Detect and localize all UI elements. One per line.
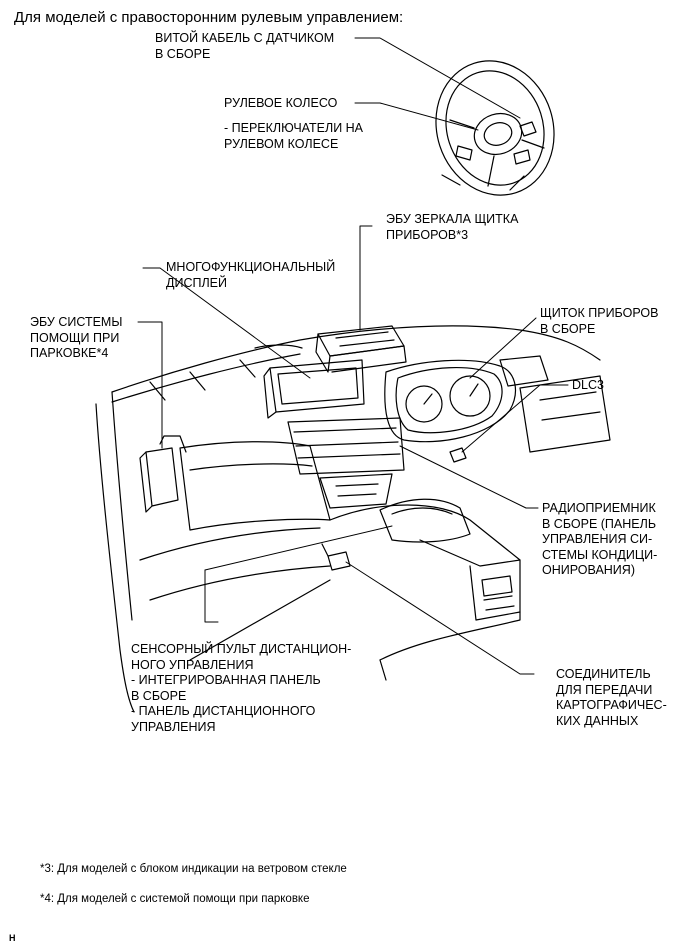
label-line: СЕНСОРНЫЙ ПУЛЬТ ДИСТАНЦИОН- <box>131 642 352 656</box>
label-steering-switches: - ПЕРЕКЛЮЧАТЕЛИ НА РУЛЕВОМ КОЛЕСЕ <box>224 121 363 152</box>
label-line: ЭБУ СИСТЕМЫ <box>30 315 123 329</box>
page-heading: Для моделей с правосторонним рулевым упр… <box>14 9 404 26</box>
corner-mark: H <box>9 933 16 943</box>
label-line: - ИНТЕГРИРОВАННАЯ ПАНЕЛЬ <box>131 673 321 687</box>
footnote-4: *4: Для моделей с системой помощи при па… <box>40 893 310 905</box>
steering-wheel-drawing <box>435 60 555 196</box>
label-steering-wheel: РУЛЕВОЕ КОЛЕСО <box>224 96 337 112</box>
label-line: - ПАНЕЛЬ ДИСТАНЦИОННОГО <box>131 704 316 718</box>
label-multi-display: МНОГОФУНКЦИОНАЛЬНЫЙ ДИСПЛЕЙ <box>166 260 335 291</box>
label-line: УПРАВЛЕНИЯ <box>131 719 216 734</box>
label-line: МНОГОФУНКЦИОНАЛЬНЫЙ <box>166 260 336 274</box>
label-line: РУЛЕВОЕ КОЛЕСО <box>224 96 338 110</box>
label-line: КИХ ДАННЫХ <box>556 713 639 728</box>
label-line: РАДИОПРИЕМНИК <box>542 501 656 515</box>
label-line: СТЕМЫ КОНДИЦИ- <box>542 547 658 562</box>
label-radio: РАДИОПРИЕМНИК В СБОРЕ (ПАНЕЛЬ УПРАВЛЕНИЯ… <box>542 501 657 579</box>
label-line: НОГО УПРАВЛЕНИЯ <box>131 657 254 672</box>
leader-lines <box>137 37 569 675</box>
label-line: ДИСПЛЕЙ <box>166 275 227 290</box>
label-line: - ПЕРЕКЛЮЧАТЕЛИ НА <box>224 121 364 135</box>
label-line: ЩИТОК ПРИБОРОВ <box>540 306 659 320</box>
label-line: ВИТОЙ КАБЕЛЬ С ДАТЧИКОМ <box>155 31 335 45</box>
label-combination-meter: ЩИТОК ПРИБОРОВ В СБОРЕ <box>540 306 658 337</box>
label-line: ПАРКОВКЕ*4 <box>30 346 109 360</box>
label-line: ПОМОЩИ ПРИ <box>30 330 120 345</box>
label-line: КАРТОГРАФИЧЕС- <box>556 698 667 712</box>
dashboard-drawing <box>95 325 611 713</box>
label-line: В СБОРЕ <box>540 321 596 336</box>
label-line: УПРАВЛЕНИЯ СИ- <box>542 532 653 546</box>
label-line: СОЕДИНИТЕЛЬ <box>556 667 651 681</box>
label-spiral-cable: ВИТОЙ КАБЕЛЬ С ДАТЧИКОМ В СБОРЕ <box>155 31 334 62</box>
label-line: ОНИРОВАНИЯ) <box>542 563 635 577</box>
label-line: В СБОРЕ <box>131 688 187 703</box>
label-line: РУЛЕВОМ КОЛЕСЕ <box>224 136 339 151</box>
label-line: В СБОРЕ <box>155 46 211 61</box>
label-line: ДЛЯ ПЕРЕДАЧИ <box>556 682 653 697</box>
label-dlc3: DLC3 <box>572 378 604 394</box>
label-touch-remote: СЕНСОРНЫЙ ПУЛЬТ ДИСТАНЦИОН- НОГО УПРАВЛЕ… <box>131 642 351 735</box>
label-line: В СБОРЕ (ПАНЕЛЬ <box>542 516 657 531</box>
label-map-connector: СОЕДИНИТЕЛЬ ДЛЯ ПЕРЕДАЧИ КАРТОГРАФИЧЕС- … <box>556 667 667 729</box>
label-parking-ecu: ЭБУ СИСТЕМЫ ПОМОЩИ ПРИ ПАРКОВКЕ*4 <box>30 315 122 362</box>
label-mirror-ecu: ЭБУ ЗЕРКАЛА ЩИТКА ПРИБОРОВ*3 <box>386 212 518 243</box>
label-line: ПРИБОРОВ*3 <box>386 227 469 242</box>
label-line: DLC3 <box>572 378 604 392</box>
label-line: ЭБУ ЗЕРКАЛА ЩИТКА <box>386 212 519 226</box>
footnote-3: *3: Для моделей с блоком индикации на ве… <box>40 863 347 875</box>
